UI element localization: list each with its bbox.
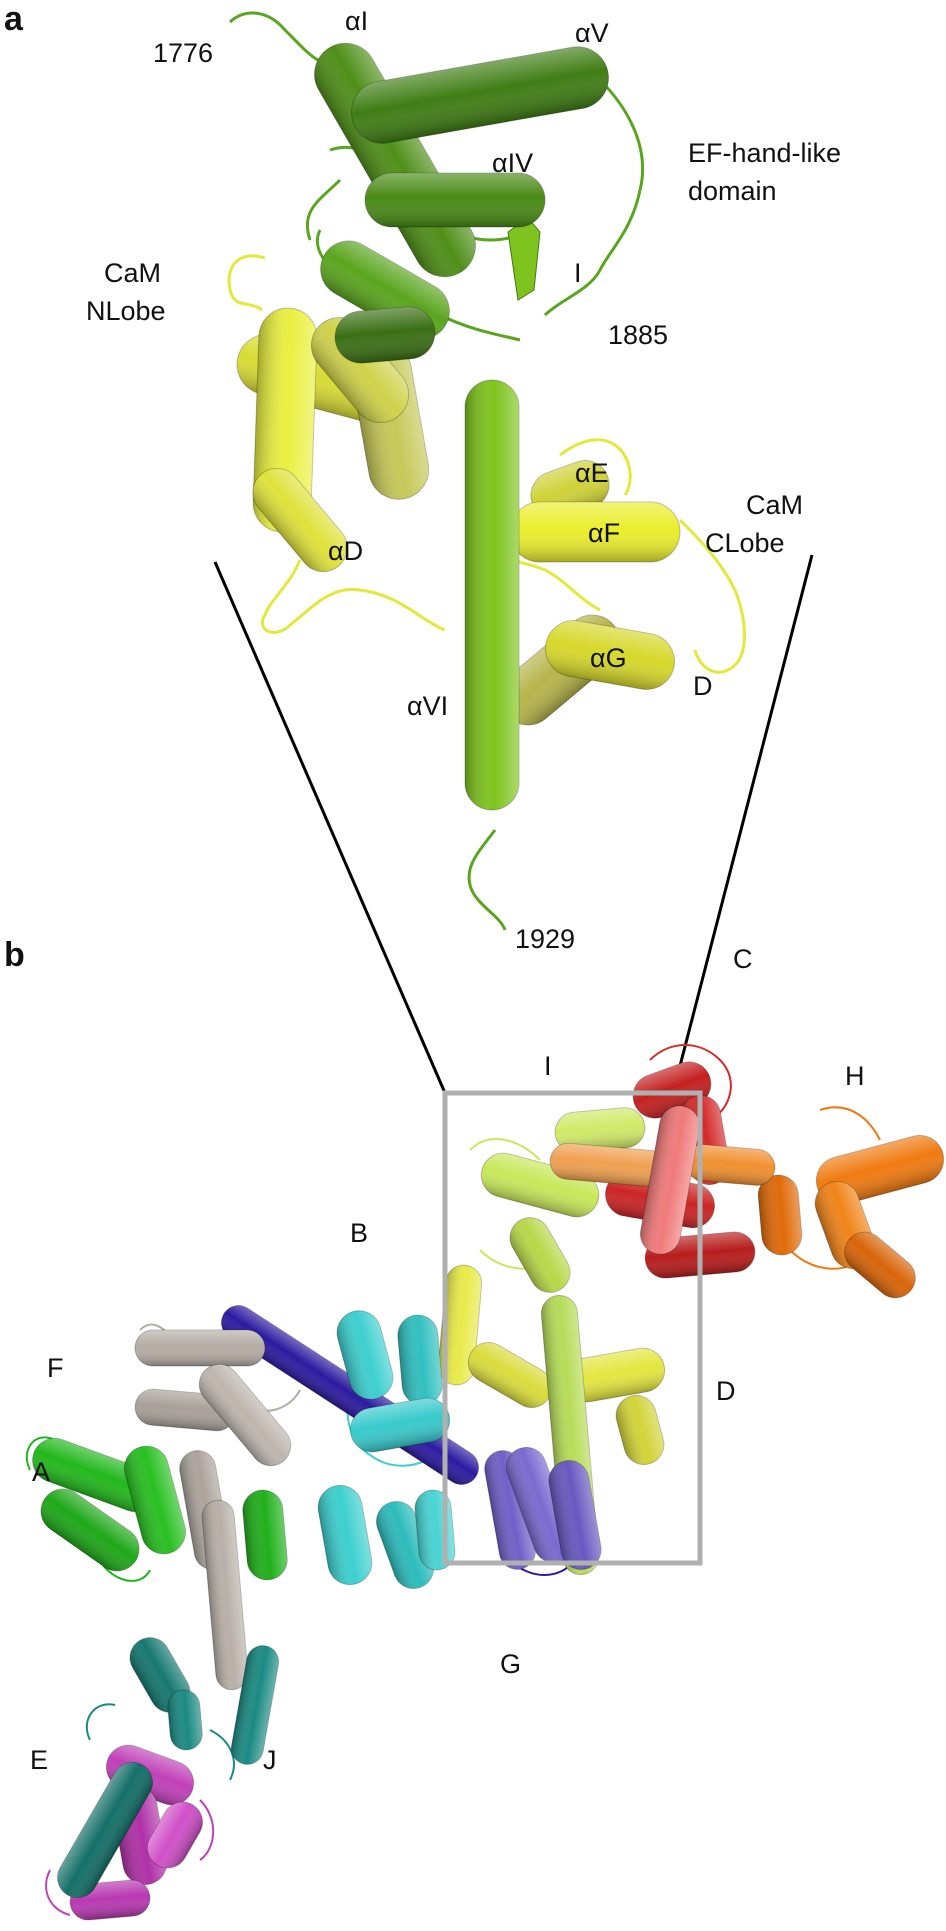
loop-c bbox=[649, 1044, 732, 1121]
loop-j bbox=[85, 1703, 235, 1781]
domain-i-helix-1 bbox=[480, 1152, 600, 1218]
domain-f-helix-3 bbox=[198, 1363, 292, 1467]
label-cam-nlobe-line1: CaM bbox=[104, 258, 161, 288]
panel-a: a bbox=[4, 0, 841, 954]
domain-h-helix-5 bbox=[684, 1144, 776, 1186]
ef-hand-loop-n-terminus bbox=[228, 11, 319, 62]
cam-clobe-helix-alpha-f bbox=[509, 501, 681, 563]
label-domain-c: C bbox=[733, 944, 753, 974]
domain-j-helix-3 bbox=[167, 1689, 203, 1751]
domain-a-helix-3 bbox=[123, 1445, 187, 1555]
domain-d-helix-4 bbox=[615, 1395, 665, 1465]
ef-hand-loop-right bbox=[543, 78, 645, 317]
helix-alpha-vi bbox=[464, 379, 520, 811]
label-domain-j: J bbox=[263, 1745, 277, 1775]
cam-clobe-helix-alpha-g bbox=[545, 620, 675, 690]
label-domain-e: E bbox=[30, 1745, 48, 1775]
domain-g-helix-3 bbox=[548, 1460, 602, 1570]
panel-a-labels: αI αV 1776 αIV EF-hand-like domain CaM N… bbox=[86, 6, 841, 954]
domain-a-helix-4 bbox=[242, 1489, 288, 1581]
label-domain-d: D bbox=[716, 1376, 736, 1406]
cam-nlobe-helix-alpha-d bbox=[252, 467, 348, 573]
label-alpha-iv: αIV bbox=[492, 148, 533, 178]
alpha-vi-c-terminus-loop bbox=[467, 829, 507, 931]
label-alpha-g: αG bbox=[590, 643, 627, 673]
zoom-line-left bbox=[213, 561, 447, 1094]
domain-f-long-helix bbox=[201, 1499, 249, 1691]
label-domain-a: A bbox=[32, 1457, 50, 1487]
inset-box bbox=[442, 1090, 703, 1566]
loop-e bbox=[45, 1799, 215, 1916]
panel-b-label: b bbox=[4, 936, 25, 974]
panel-a-label: a bbox=[4, 0, 24, 38]
panel-b: b bbox=[4, 936, 945, 1921]
label-domain-f: F bbox=[47, 1353, 64, 1383]
domain-h-helix-2 bbox=[757, 1174, 803, 1256]
domain-b-helix-1 bbox=[336, 1310, 394, 1400]
domain-b-helix-3 bbox=[349, 1397, 451, 1453]
label-alpha-v: αV bbox=[575, 18, 609, 48]
beta-strand-arrow bbox=[507, 217, 541, 301]
domain-b-helix-6 bbox=[414, 1489, 456, 1571]
label-domain-h: H bbox=[845, 1061, 865, 1091]
label-alpha-e: αE bbox=[575, 458, 609, 488]
domain-b-helix-4 bbox=[317, 1484, 373, 1586]
label-cam-nlobe-line2: NLobe bbox=[86, 296, 166, 326]
label-cam-clobe-line1: CaM bbox=[746, 490, 803, 520]
label-letter-d: D bbox=[693, 671, 713, 701]
label-domain-g: G bbox=[500, 1649, 521, 1679]
label-1929: 1929 bbox=[515, 924, 575, 954]
domain-j-helix-1 bbox=[230, 1645, 280, 1765]
label-alpha-d: αD bbox=[328, 536, 363, 566]
domain-i-helix-3 bbox=[554, 1107, 646, 1153]
zoom-line-right bbox=[671, 554, 814, 1094]
domain-d-helix-3 bbox=[564, 1347, 666, 1403]
domain-j-long-helix bbox=[57, 1761, 153, 1899]
domain-i-helix-2 bbox=[509, 1217, 571, 1293]
label-ef-hand-line2: domain bbox=[688, 176, 777, 206]
domain-f-helix-1 bbox=[134, 1329, 266, 1367]
cam-clobe-loop-top bbox=[559, 438, 632, 496]
label-roman-i: I bbox=[574, 258, 582, 288]
label-alpha-i: αI bbox=[345, 6, 368, 36]
helix-alpha-v bbox=[351, 46, 609, 144]
ef-hand-loop-left bbox=[305, 178, 342, 241]
label-1885: 1885 bbox=[608, 320, 668, 350]
helix-ef-back bbox=[334, 306, 436, 364]
panel-a-helices bbox=[236, 42, 681, 811]
label-1776: 1776 bbox=[153, 38, 213, 68]
domain-c-salmon-helix bbox=[639, 1105, 701, 1255]
domain-h-long-helix bbox=[549, 1142, 671, 1188]
label-ef-hand-line1: EF-hand-like bbox=[688, 138, 841, 168]
domain-a-helix-2 bbox=[40, 1488, 140, 1572]
domain-e-helix-3 bbox=[147, 1801, 203, 1869]
cam-clobe-loop-right bbox=[678, 518, 746, 674]
label-alpha-vi: αVI bbox=[407, 691, 448, 721]
domain-b-helix-2 bbox=[397, 1314, 443, 1406]
panel-b-helices bbox=[32, 1061, 945, 1921]
panel-b-labels: C I H B F D A G E J bbox=[30, 944, 865, 1775]
domain-d-helix-1 bbox=[437, 1264, 483, 1386]
helix-alpha-iv bbox=[364, 172, 546, 228]
domain-h-helix-4 bbox=[844, 1231, 916, 1299]
label-alpha-f: αF bbox=[588, 518, 620, 548]
label-domain-b: B bbox=[350, 1218, 368, 1248]
label-domain-i: I bbox=[544, 1051, 552, 1081]
cam-nlobe-loop-bottom bbox=[261, 559, 446, 634]
label-cam-clobe-line2: CLobe bbox=[705, 528, 785, 558]
cam-nlobe-loop-top bbox=[227, 254, 266, 312]
